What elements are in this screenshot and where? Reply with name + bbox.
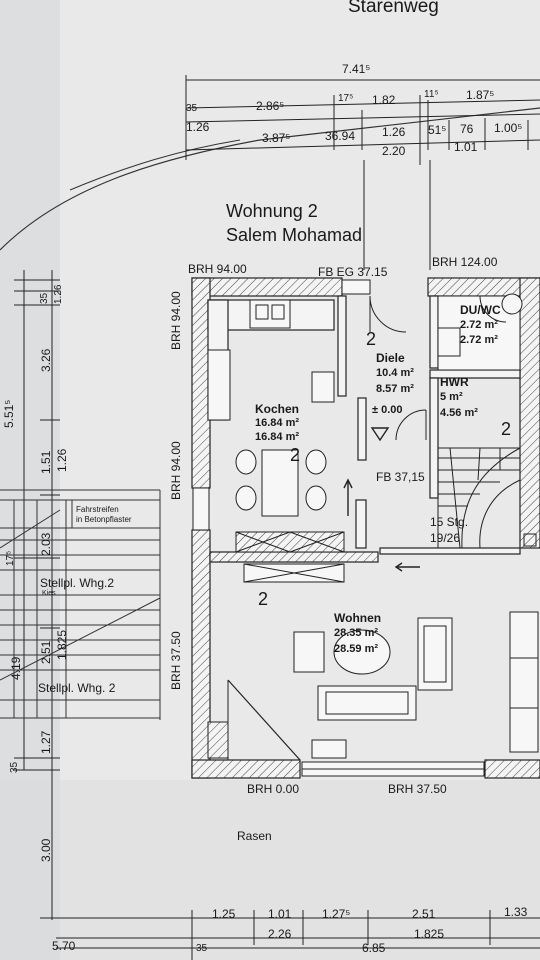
dimension-small: 35 bbox=[9, 761, 20, 773]
dimension-small: 35 bbox=[196, 943, 208, 954]
dimension-value: 3.00 bbox=[39, 838, 53, 862]
dimension-value: 51⁵ bbox=[428, 123, 447, 137]
floor-level-label: FB 37,15 bbox=[376, 470, 425, 484]
dining-table bbox=[235, 449, 327, 517]
brh-label: BRH 0.00 bbox=[247, 782, 300, 796]
driveway-label: Fahrstreifen bbox=[76, 505, 119, 514]
property-boundary bbox=[0, 107, 540, 251]
dimension-value: 1.26 bbox=[55, 448, 69, 472]
dimension-value: 1.26 bbox=[186, 120, 210, 134]
dimension-value: 1.82 bbox=[372, 93, 396, 107]
street-name: Starenweg bbox=[348, 0, 439, 17]
dimension-value: 1.27 bbox=[39, 730, 53, 754]
room-area: 16.84 m² bbox=[255, 417, 300, 429]
markers bbox=[343, 427, 420, 572]
brh-label: BRH 94.00 bbox=[169, 291, 183, 350]
room-area: 5 m² bbox=[440, 391, 463, 403]
dimension-small: 17⁵ bbox=[338, 93, 354, 104]
unit-owner: Salem Mohamad bbox=[226, 225, 363, 245]
room-area: 28.59 m² bbox=[334, 643, 379, 655]
dimension-value: 3.87⁵ bbox=[262, 131, 291, 145]
parking-area bbox=[0, 489, 161, 720]
parking-label: Stellpl. Whg. 2 bbox=[38, 681, 116, 695]
parking-label: Stellpl. Whg.2 bbox=[40, 576, 115, 590]
dimension-value: 1.25 bbox=[212, 907, 236, 921]
brh-label: BRH 37.50 bbox=[388, 782, 447, 796]
dimension-value: 1.51 bbox=[39, 450, 53, 474]
brh-label: BRH 37.50 bbox=[169, 631, 183, 690]
room-name: HWR bbox=[440, 375, 469, 389]
gravel-label: Kies bbox=[42, 590, 56, 597]
dimension-small: 35 bbox=[39, 292, 50, 304]
brh-label: BRH 94.00 bbox=[169, 441, 183, 500]
dimension-value: 1.00⁵ bbox=[494, 121, 523, 135]
left-dimension-lines bbox=[14, 270, 60, 920]
dimension-value: 2.03 bbox=[39, 532, 53, 556]
unit-mark: 2 bbox=[366, 329, 377, 349]
outer-walls bbox=[191, 277, 540, 779]
dimension-value: 2.51 bbox=[39, 640, 53, 664]
dimension-value: 5.70 bbox=[52, 939, 76, 953]
kitchen-fixtures bbox=[207, 299, 347, 759]
brh-label: BRH 94.00 bbox=[188, 262, 247, 276]
dimension-value: 2.86⁵ bbox=[256, 99, 285, 113]
dimension-small: 35 bbox=[186, 103, 198, 114]
property-boundary-inner bbox=[69, 139, 241, 191]
dimension-value: 1.26 bbox=[53, 284, 64, 304]
dimension-value: 1.87⁵ bbox=[466, 88, 495, 102]
lawn-label: Rasen bbox=[237, 829, 272, 843]
dimension-small: 17⁵ bbox=[5, 550, 16, 566]
room-name: Kochen bbox=[255, 402, 300, 416]
room-name: Diele bbox=[376, 351, 405, 365]
dimension-value: 6.85 bbox=[362, 941, 386, 955]
dimension-value: 76 bbox=[460, 122, 474, 136]
dimension-value: 5.51⁵ bbox=[2, 399, 16, 428]
unit-title: Wohnung 2 bbox=[226, 201, 318, 221]
room-area: 10.4 m² bbox=[376, 367, 414, 379]
dimension-value: 1.26 bbox=[382, 125, 406, 139]
stair-ratio: 19/26 bbox=[430, 531, 461, 545]
room-area: 2.72 m² bbox=[460, 319, 498, 331]
dimension-value: 1.33 bbox=[504, 905, 528, 919]
room-area: 8.57 m² bbox=[376, 383, 414, 395]
doors bbox=[227, 295, 507, 761]
living-furniture bbox=[293, 617, 539, 721]
bathroom-fixtures bbox=[437, 293, 523, 371]
floor-level-label: FB EG 37.15 bbox=[318, 265, 388, 279]
room-name: DU/WC bbox=[460, 303, 501, 317]
dimension-value: 1.27⁵ bbox=[322, 907, 351, 921]
dimension-total: 7.41⁵ bbox=[342, 62, 371, 76]
dimension-value: 36.94 bbox=[325, 129, 356, 143]
bottom-dimension-lines bbox=[56, 910, 540, 960]
brh-label: BRH 124.00 bbox=[432, 255, 498, 269]
unit-mark: 2 bbox=[258, 589, 269, 609]
room-area: 4.56 m² bbox=[440, 407, 478, 419]
dimension-value: 2.26 bbox=[268, 927, 292, 941]
dimension-value: 1.01 bbox=[454, 140, 478, 154]
unit-mark: 2 bbox=[290, 445, 301, 465]
dimension-value: 1.825 bbox=[55, 629, 69, 660]
room-name: Wohnen bbox=[334, 611, 382, 625]
room-area: 2.72 m² bbox=[460, 334, 498, 346]
room-area: 16.84 m² bbox=[255, 431, 300, 443]
dimension-small: 11⁵ bbox=[424, 89, 439, 100]
dimension-value: 1.01 bbox=[268, 907, 292, 921]
dimension-value: 2.20 bbox=[382, 144, 406, 158]
stair-count: 15 Stg. bbox=[430, 515, 469, 529]
unit-mark: 2 bbox=[501, 419, 512, 439]
dimension-value: 3.26 bbox=[39, 348, 53, 372]
room-area: 28.35 m² bbox=[334, 627, 379, 639]
driveway-label: in Betonpflaster bbox=[76, 515, 132, 524]
dimension-value: 2.51 bbox=[412, 907, 436, 921]
staircase bbox=[437, 447, 537, 549]
dimension-value: 4.19 bbox=[9, 656, 23, 680]
dimension-value: 1.825 bbox=[414, 927, 445, 941]
level-mark: ± 0.00 bbox=[372, 404, 403, 416]
top-dimension-lines bbox=[185, 75, 540, 270]
